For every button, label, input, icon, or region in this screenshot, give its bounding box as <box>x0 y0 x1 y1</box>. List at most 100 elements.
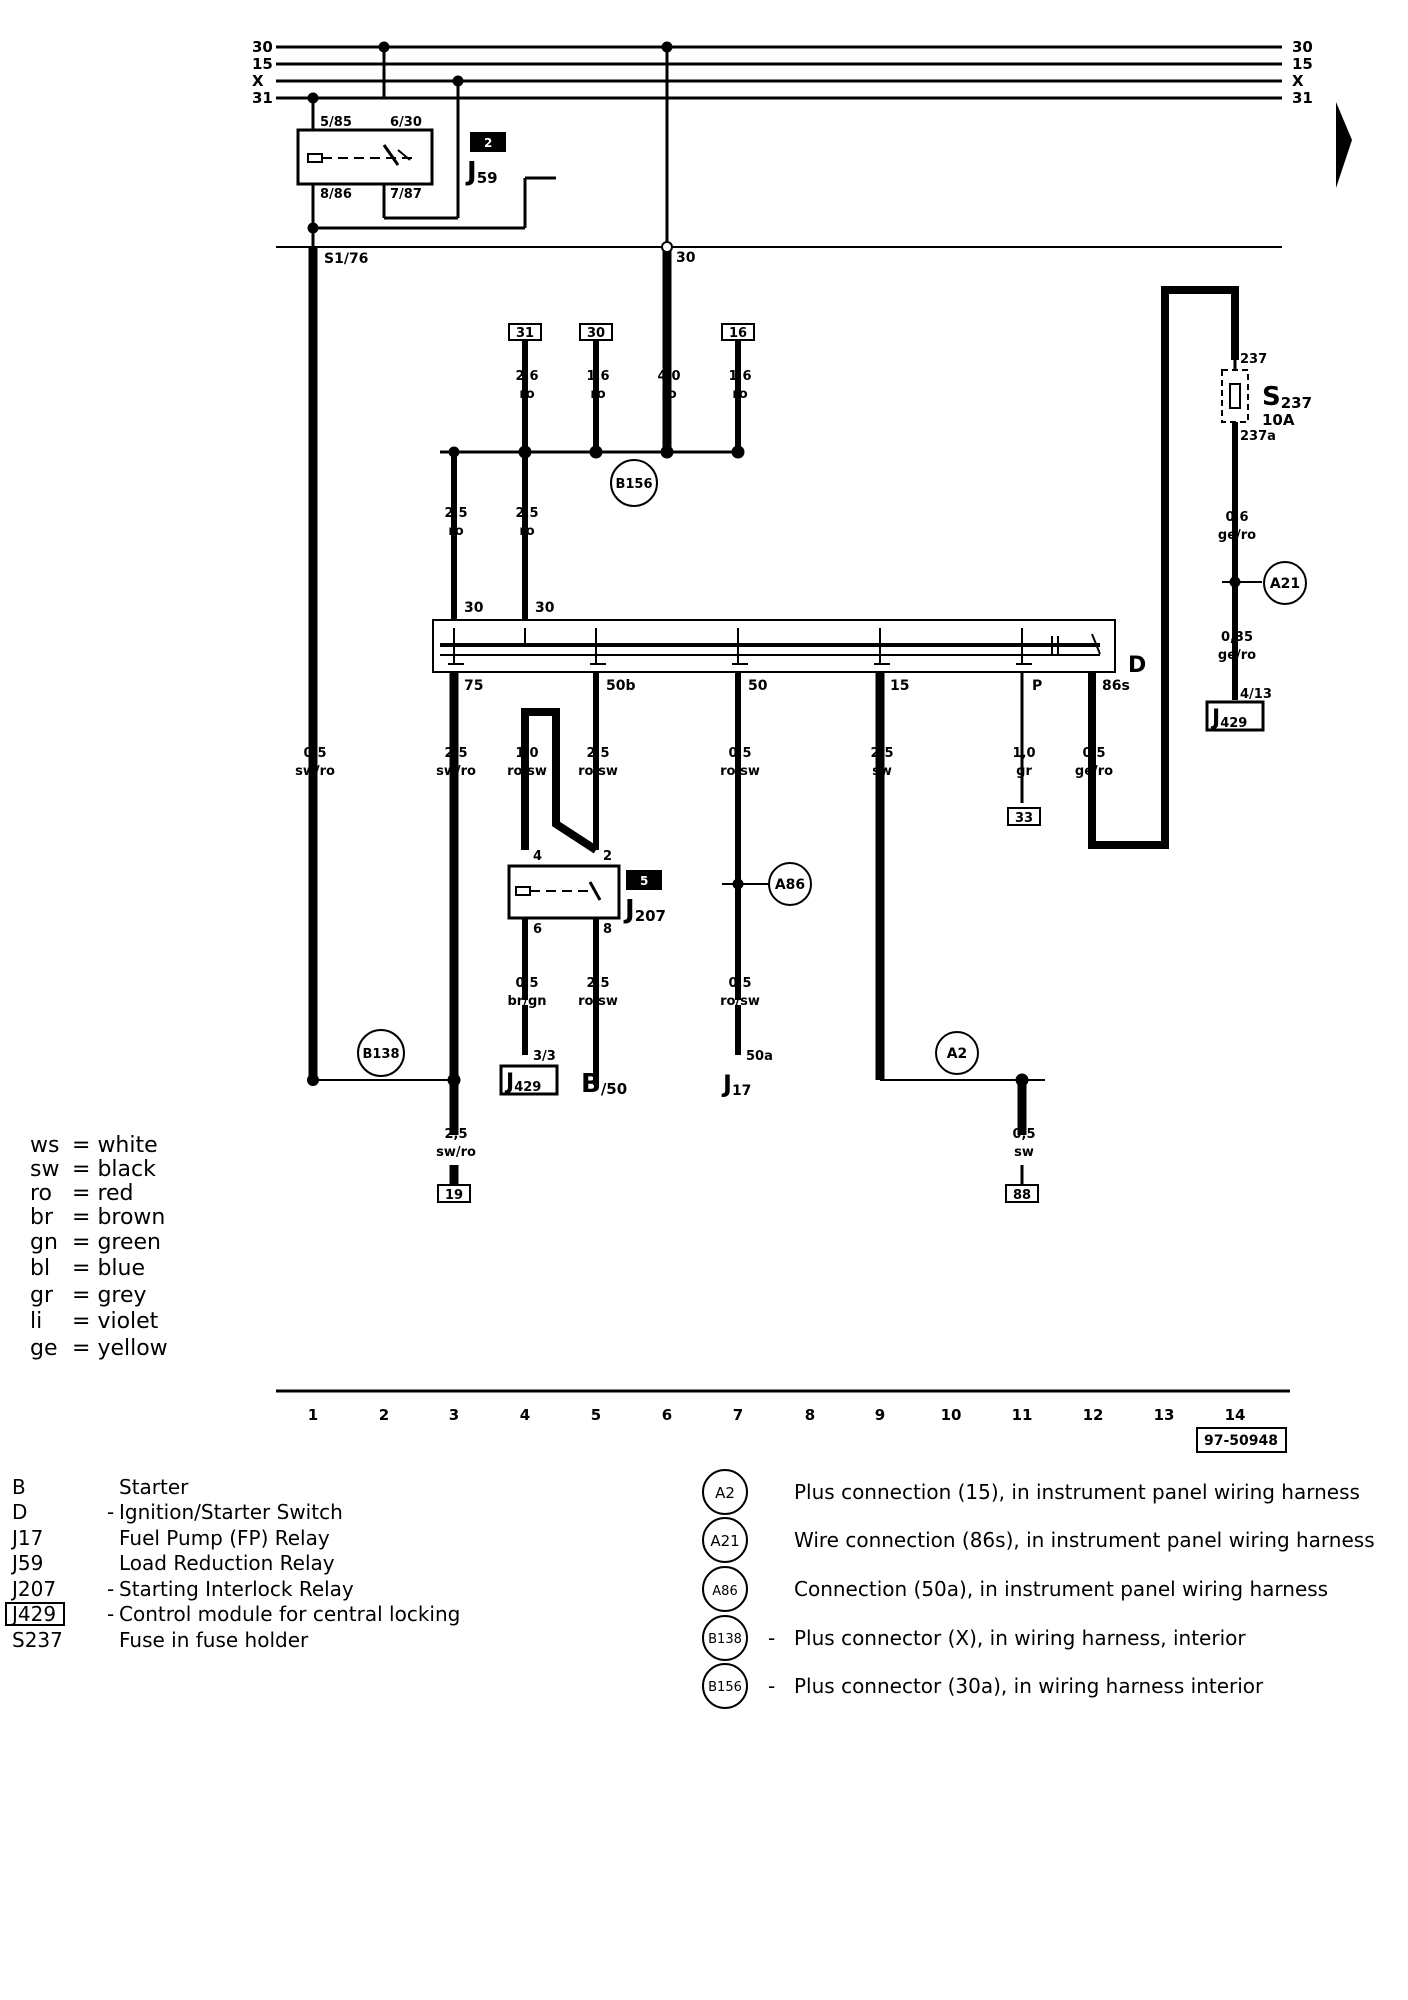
j429-label-bottom: J429 <box>504 1070 541 1095</box>
terminal-88-box <box>1005 1184 1039 1203</box>
bus-label-30-left: 30 <box>252 38 273 56</box>
wire-color: ro <box>732 387 747 402</box>
legend-a86-code: A86 <box>712 1584 737 1599</box>
wire-size: 2,6 <box>515 369 538 384</box>
j17-label: J17 <box>721 1070 751 1099</box>
legend-b138-circle <box>702 1615 748 1661</box>
wire-size: 2,5 <box>444 1127 467 1142</box>
wire-color: ro/sw <box>720 764 760 779</box>
bus-label-x-left: X <box>252 72 264 90</box>
connection-b156: -Plus connector (30a), in wiring harness… <box>768 1674 1264 1698</box>
d-pin-p: P <box>1032 678 1042 694</box>
svg-text:4: 4 <box>520 1406 530 1424</box>
j429-box-bottom <box>499 1064 559 1096</box>
figure-number-box <box>1196 1427 1287 1453</box>
svg-text:9: 9 <box>875 1406 885 1424</box>
component-j429: J429-Control module for central locking <box>12 1602 461 1626</box>
legend-bl: bl= blue <box>30 1256 145 1281</box>
wire-color: ro <box>519 524 534 539</box>
wire-color: ge/ro <box>1075 764 1113 779</box>
relay-j207 <box>507 864 621 1085</box>
fuse-label: S237 <box>1262 382 1312 412</box>
bus-label-31-right: 31 <box>1292 89 1313 107</box>
wire-color: sw <box>1014 1145 1034 1160</box>
wire-size: 0,5 <box>303 746 326 761</box>
wire-size: 2,5 <box>870 746 893 761</box>
wire-color: sw/ro <box>436 1145 476 1160</box>
svg-text:6: 6 <box>662 1406 672 1424</box>
wire-size: 0,35 <box>1221 630 1253 645</box>
wire-size: 2,5 <box>444 746 467 761</box>
wire-size: 0,5 <box>728 746 751 761</box>
wire-color: sw/ro <box>295 764 335 779</box>
wire-color: ro/sw <box>507 764 547 779</box>
fuse-pin-237a: 237a <box>1240 429 1276 444</box>
j429-pin-4-13: 4/13 <box>1240 687 1272 702</box>
legend-sw: sw= black <box>30 1157 156 1182</box>
wire-color: gr <box>1016 764 1032 779</box>
wire-color: ro <box>661 387 676 402</box>
j207-pin-8: 8 <box>603 922 612 937</box>
svg-text:5: 5 <box>591 1406 601 1424</box>
j59-label: J59 <box>465 157 498 187</box>
legend-li: li= violet <box>30 1309 159 1334</box>
connector-b138 <box>357 1029 405 1077</box>
j17-pin-50a: 50a <box>746 1049 773 1064</box>
j207-number: 5 <box>640 874 648 888</box>
wire-size: 2,5 <box>515 506 538 521</box>
legend-ro: ro= red <box>30 1181 134 1206</box>
connection-a86: Connection (50a), in instrument panel wi… <box>794 1577 1329 1601</box>
terminal-30-label: 30 <box>676 250 696 266</box>
connector-a86 <box>768 862 812 906</box>
legend-b156-circle <box>702 1663 748 1709</box>
connector-b138-label: B138 <box>362 1047 399 1062</box>
legend-a2-circle <box>702 1469 748 1515</box>
connection-a21: Wire connection (86s), in instrument pan… <box>794 1528 1375 1552</box>
j429-legend-box <box>5 1602 65 1626</box>
ruler-numbers: 1 2 3 4 5 6 7 8 9 10 11 12 13 14 <box>308 1406 1246 1424</box>
component-d: D-Ignition/Starter Switch <box>12 1500 343 1524</box>
d-pin-86s: 86s <box>1102 678 1130 694</box>
wire-color: ro <box>590 387 605 402</box>
d-pin-30-a: 30 <box>464 600 484 616</box>
legend-b156-code: B156 <box>708 1680 742 1695</box>
j59-pin-86: 8/86 <box>320 187 352 202</box>
wire-size: 4,0 <box>657 369 680 384</box>
terminal-19: 19 <box>445 1188 463 1203</box>
svg-text:12: 12 <box>1083 1406 1104 1424</box>
wire-color: sw/ro <box>436 764 476 779</box>
legend-br: br= brown <box>30 1205 166 1230</box>
wire-size: 2,5 <box>444 506 467 521</box>
svg-text:2: 2 <box>379 1406 389 1424</box>
legend-a21-circle <box>702 1517 748 1563</box>
d-pin-75: 75 <box>464 678 483 694</box>
legend-a2-code: A2 <box>715 1484 735 1502</box>
wire-color: ro <box>448 524 463 539</box>
j59-pin-85: 5/85 <box>320 115 352 130</box>
bus-label-15-right: 15 <box>1292 55 1313 73</box>
wire-color: ge/ro <box>1218 528 1256 543</box>
legend-gr: gr= grey <box>30 1283 147 1308</box>
wire-size: 1,6 <box>728 369 751 384</box>
wire-size: 0,5 <box>728 976 751 991</box>
j207-pin-2: 2 <box>603 849 612 864</box>
j429-pin-3-3: 3/3 <box>533 1049 556 1064</box>
connector-a21-label: A21 <box>1270 576 1300 592</box>
j59-number-box <box>470 132 506 152</box>
next-page-arrow-icon[interactable] <box>1336 102 1352 188</box>
terminal-19-box <box>437 1184 471 1203</box>
fuse-pin-237: 237 <box>1240 352 1267 367</box>
component-j207: J207-Starting Interlock Relay <box>12 1577 354 1601</box>
j59-pin-30: 6/30 <box>390 115 422 130</box>
terminal-30-top: 30 <box>587 326 605 341</box>
connector-a2-label: A2 <box>947 1046 968 1062</box>
connection-b138: -Plus connector (X), in wiring harness, … <box>768 1626 1246 1650</box>
ignition-switch-d <box>432 619 1116 673</box>
terminal-33-box <box>1007 807 1041 826</box>
wire-size: 2,5 <box>586 746 609 761</box>
bus-label-30-right: 30 <box>1292 38 1313 56</box>
